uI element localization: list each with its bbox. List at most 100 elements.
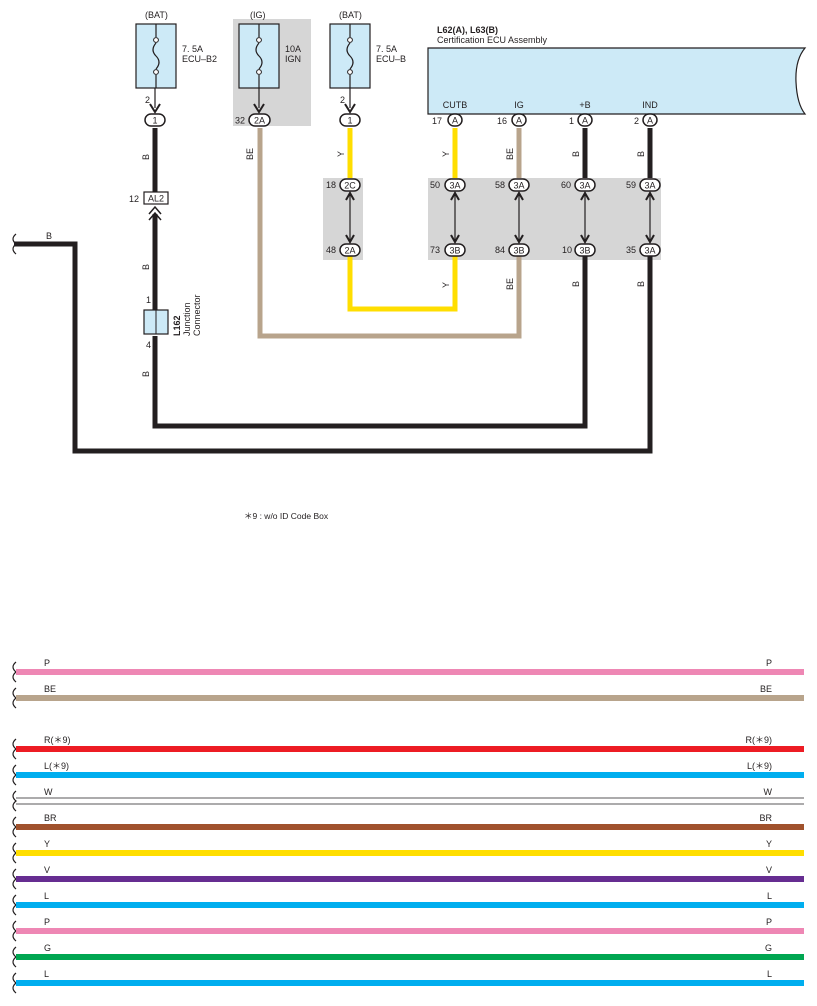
ecu-conn-ig: A — [511, 113, 527, 127]
ecu-id: L62(A), L63(B) — [437, 25, 498, 35]
legend-row-b-1: L(＊9) L(＊9) — [12, 761, 804, 786]
ecu-term-ind-label: IND — [642, 100, 658, 110]
svg-text:3B: 3B — [579, 246, 590, 256]
legend-label-right: BR — [759, 813, 772, 823]
jl-link-arrow-down — [345, 234, 355, 245]
al2-pin: 12 — [129, 194, 139, 204]
legend-label-right: BE — [760, 684, 772, 694]
svg-text:AL2: AL2 — [148, 194, 164, 204]
ecu-conn-ind: A — [642, 113, 658, 127]
legend-label-left: W — [44, 787, 53, 797]
wire-l162-to-ground-black — [152, 256, 588, 429]
l162-pin-bottom: 4 — [146, 340, 151, 350]
wire-label-pb-b: B — [571, 281, 581, 287]
legend-label-left: V — [44, 865, 50, 875]
jr4-top-conn: 3A — [639, 178, 661, 192]
legend-label-left: P — [44, 658, 50, 668]
legend-label-right: L — [767, 969, 772, 979]
wire-label-cutb-b: Y — [441, 282, 451, 288]
fuse-2-pin: 32 — [235, 116, 245, 126]
jr2-bot-conn: 3B — [508, 243, 530, 257]
legend-label-right: G — [765, 943, 772, 953]
legend-label-right: L(＊9) — [747, 761, 772, 771]
legend-label-right: V — [766, 865, 772, 875]
jr2-arrow-down — [514, 234, 524, 245]
fuse-2-source: (IG) — [250, 10, 266, 20]
legend-label-left: G — [44, 943, 51, 953]
wire-label-w1b: B — [141, 264, 151, 270]
jr4-top-pin: 59 — [626, 180, 636, 190]
legend-label-left: Y — [44, 839, 50, 849]
fuse-3-source: (BAT) — [339, 10, 362, 20]
wire-label-w1c: B — [141, 371, 151, 377]
jr3-top-conn: 3A — [574, 178, 596, 192]
connector-fuse-1: 1 — [144, 113, 166, 127]
legend-label-right: L — [767, 891, 772, 901]
svg-text:A: A — [647, 116, 653, 126]
svg-text:3B: 3B — [449, 246, 460, 256]
fuse-ecu-b — [329, 23, 371, 89]
wire-label-w1a: B — [141, 154, 151, 160]
svg-text:A: A — [582, 116, 588, 126]
legend-row-b-3: BR BR — [12, 813, 804, 838]
l162-label-2: Connector — [192, 294, 202, 336]
footnote: ＊9 : w/o ID Code Box — [244, 511, 329, 521]
ecu-pin-cutb: 17 — [432, 116, 442, 126]
l162-pin-top: 1 — [146, 295, 151, 305]
legend-row-a-1: BE BE — [12, 684, 804, 709]
ecu-box — [427, 47, 807, 115]
jr4-arrow-up — [645, 190, 655, 201]
fuse-3-pin: 2 — [340, 95, 345, 105]
fuse-1-source: (BAT) — [145, 10, 168, 20]
fuse-2-rating: 10A — [285, 44, 301, 54]
legend-label-right: Y — [766, 839, 772, 849]
jl-bot-conn: 2A — [339, 243, 361, 257]
legend-row-b-0: R(＊9)R(＊9) — [12, 735, 804, 760]
wire-label-w3: Y — [336, 151, 346, 157]
junction-block-right-bg — [428, 178, 661, 260]
jr3-arrow-up — [580, 190, 590, 201]
fuse-1-name: ECU–B2 — [182, 54, 217, 64]
ecu-pin-ind: 2 — [634, 116, 639, 126]
svg-text:3A: 3A — [579, 181, 590, 191]
ecu-pin-plusb: 1 — [569, 116, 574, 126]
legend-label-left: L(＊9) — [44, 761, 69, 771]
ecu-term-cutb-label: CUTB — [443, 100, 468, 110]
wire-yellow-loop — [347, 256, 458, 312]
jr1-arrow-up — [450, 190, 460, 201]
jl-top-conn: 2C — [339, 178, 361, 192]
jl-top-pin: 18 — [326, 180, 336, 190]
ecu-name: Certification ECU Assembly — [437, 35, 548, 45]
fuse-arrowhead-3 — [344, 103, 356, 114]
wire-left-ground-black — [14, 241, 653, 454]
svg-text:2C: 2C — [344, 181, 356, 191]
jl-link-arrow-up — [345, 190, 355, 201]
legend-label-left: BR — [44, 813, 57, 823]
svg-text:A: A — [452, 116, 458, 126]
jr2-top-pin: 58 — [495, 180, 505, 190]
ecu-conn-cutb: A — [447, 113, 463, 127]
jr1-top-pin: 50 — [430, 180, 440, 190]
wire-label-ind-b: B — [636, 281, 646, 287]
jl-bot-pin: 48 — [326, 245, 336, 255]
wire-label-ig-a: BE — [505, 148, 515, 160]
svg-text:A: A — [516, 116, 522, 126]
connector-fuse-3: 1 — [339, 113, 361, 127]
legend-label-right: P — [766, 658, 772, 668]
wire-label-ind-a: B — [636, 151, 646, 157]
legend-label-left: L — [44, 969, 49, 979]
ecu-conn-plusb: A — [577, 113, 593, 127]
svg-text:3A: 3A — [644, 246, 655, 256]
connector-fuse-2: 2A — [248, 113, 271, 127]
legend-label-left: BE — [44, 684, 56, 694]
wire-ign-beige — [257, 128, 522, 339]
ecu-term-plusb-label: +B — [579, 100, 590, 110]
fuse-1-pin: 2 — [145, 95, 150, 105]
jr1-bot-pin: 73 — [430, 245, 440, 255]
